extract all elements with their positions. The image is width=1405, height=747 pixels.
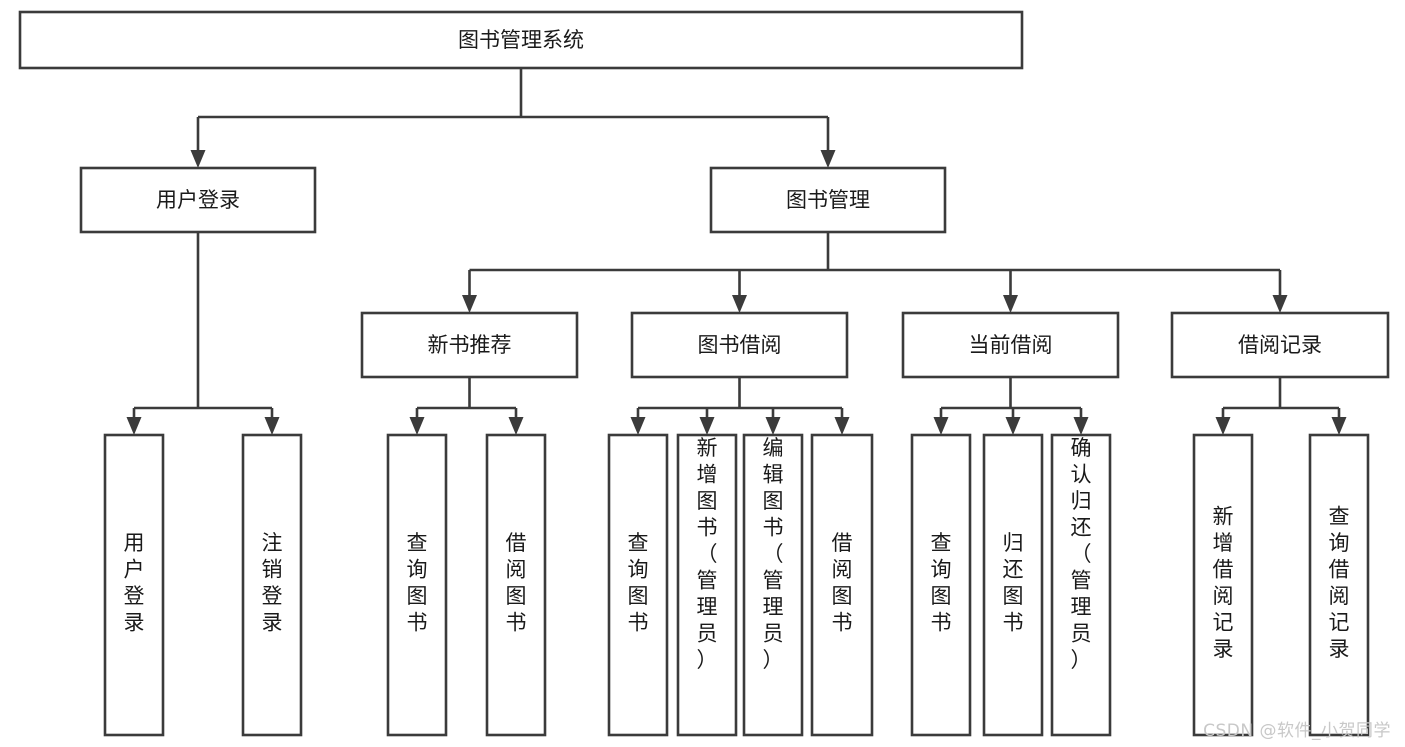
node-leaf-borrow-book-2-label: 借阅图书 — [832, 531, 853, 635]
node-leaf-query-record-label: 查询借阅记录 — [1329, 505, 1350, 662]
node-book-manage[interactable]: 图书管理 — [709, 166, 947, 234]
node-leaf-add-book[interactable]: 新增图书（管理员） — [676, 433, 738, 737]
current-borrow-to-leaf-return-book-arrowhead — [1005, 417, 1021, 435]
node-leaf-return-book[interactable]: 归还图书 — [982, 433, 1044, 737]
book-manage-to-current-borrow-arrowhead — [1003, 295, 1018, 313]
book-borrow-to-leaf-query-book-2-arrowhead — [630, 417, 646, 435]
new-book-recommend-to-leaf-borrow-book-1-arrowhead — [508, 417, 524, 435]
node-leaf-query-book-1[interactable]: 查询图书 — [386, 433, 448, 737]
nodes-layer: 图书管理系统用户登录图书管理新书推荐图书借阅当前借阅借阅记录用户登录注销登录查询… — [18, 10, 1390, 737]
node-leaf-return-book-box[interactable] — [982, 433, 1044, 737]
node-new-book-recommend[interactable]: 新书推荐 — [360, 311, 579, 379]
node-leaf-borrow-book-1-label: 借阅图书 — [506, 531, 527, 635]
node-leaf-query-record[interactable]: 查询借阅记录 — [1308, 433, 1370, 737]
node-leaf-edit-book-box[interactable] — [742, 433, 804, 737]
node-leaf-query-book-3-label: 查询图书 — [931, 531, 952, 635]
node-leaf-add-record-label: 新增借阅记录 — [1213, 505, 1234, 662]
connectors-layer — [126, 68, 1347, 435]
current-borrow-to-leaf-query-book-3-arrowhead — [933, 417, 949, 435]
node-leaf-confirm-return-box[interactable] — [1050, 433, 1112, 737]
node-book-manage-label: 图书管理 — [786, 188, 870, 212]
new-book-recommend-to-leaf-query-book-1-arrowhead — [409, 417, 425, 435]
node-user-login-label: 用户登录 — [156, 188, 240, 212]
node-leaf-query-record-box[interactable] — [1308, 433, 1370, 737]
node-leaf-logout-label: 注销登录 — [262, 531, 283, 635]
node-leaf-borrow-book-2[interactable]: 借阅图书 — [810, 433, 874, 737]
node-leaf-query-book-1-label: 查询图书 — [407, 531, 428, 635]
borrow-record-to-leaf-query-record-arrowhead — [1331, 417, 1347, 435]
node-leaf-query-book-1-box[interactable] — [386, 433, 448, 737]
book-borrow-to-leaf-add-book-arrowhead — [699, 417, 715, 435]
node-leaf-confirm-return-label: 确认归还（管理员） — [1071, 436, 1092, 672]
node-user-login[interactable]: 用户登录 — [79, 166, 317, 234]
node-leaf-query-book-2[interactable]: 查询图书 — [607, 433, 669, 737]
node-borrow-record-label: 借阅记录 — [1238, 333, 1322, 357]
node-root[interactable]: 图书管理系统 — [18, 10, 1024, 70]
user-login-to-leaf-logout-arrowhead — [264, 417, 280, 435]
book-borrow-to-leaf-edit-book-arrowhead — [765, 417, 781, 435]
node-leaf-query-book-2-box[interactable] — [607, 433, 669, 737]
node-leaf-user-login[interactable]: 用户登录 — [103, 433, 165, 737]
book-manage-to-borrow-record-arrowhead — [1272, 295, 1288, 313]
node-leaf-query-book-3-box[interactable] — [910, 433, 972, 737]
node-leaf-query-book-3[interactable]: 查询图书 — [910, 433, 972, 737]
borrow-record-to-leaf-add-record-arrowhead — [1215, 417, 1231, 435]
node-leaf-borrow-book-1[interactable]: 借阅图书 — [485, 433, 547, 737]
node-leaf-edit-book[interactable]: 编辑图书（管理员） — [742, 433, 804, 737]
node-book-borrow[interactable]: 图书借阅 — [630, 311, 849, 379]
node-user-login-box[interactable] — [79, 166, 317, 234]
node-leaf-edit-book-label: 编辑图书（管理员） — [763, 436, 784, 672]
node-leaf-add-book-box[interactable] — [676, 433, 738, 737]
node-current-borrow-label: 当前借阅 — [969, 333, 1053, 357]
node-leaf-borrow-book-1-box[interactable] — [485, 433, 547, 737]
node-book-manage-box[interactable] — [709, 166, 947, 234]
root-to-book-manage-arrowhead — [820, 150, 836, 168]
node-book-borrow-label: 图书借阅 — [698, 333, 782, 357]
node-leaf-confirm-return[interactable]: 确认归还（管理员） — [1050, 433, 1112, 737]
node-new-book-recommend-label: 新书推荐 — [428, 333, 512, 357]
current-borrow-to-leaf-confirm-return-arrowhead — [1073, 417, 1089, 435]
node-borrow-record[interactable]: 借阅记录 — [1170, 311, 1390, 379]
node-leaf-add-record[interactable]: 新增借阅记录 — [1192, 433, 1254, 737]
root-to-user-login-arrowhead — [190, 150, 206, 168]
csdn-watermark: CSDN @软件_小贺同学 — [1203, 721, 1391, 741]
node-leaf-add-record-box[interactable] — [1192, 433, 1254, 737]
node-leaf-borrow-book-2-box[interactable] — [810, 433, 874, 737]
node-leaf-query-book-2-label: 查询图书 — [628, 531, 649, 635]
node-leaf-logout-box[interactable] — [241, 433, 303, 737]
book-borrow-to-leaf-borrow-book-2-arrowhead — [834, 417, 850, 435]
book-manage-to-new-book-recommend-arrowhead — [462, 295, 477, 313]
node-book-borrow-box[interactable] — [630, 311, 849, 379]
user-login-to-leaf-user-login-arrowhead — [126, 417, 142, 435]
node-root-box[interactable] — [18, 10, 1024, 70]
node-leaf-user-login-box[interactable] — [103, 433, 165, 737]
book-manage-to-book-borrow-arrowhead — [732, 295, 747, 313]
node-leaf-user-login-label: 用户登录 — [124, 531, 145, 635]
node-new-book-recommend-box[interactable] — [360, 311, 579, 379]
node-current-borrow[interactable]: 当前借阅 — [901, 311, 1120, 379]
node-root-label: 图书管理系统 — [458, 28, 584, 52]
node-leaf-add-book-label: 新增图书（管理员） — [697, 436, 718, 672]
node-leaf-return-book-label: 归还图书 — [1003, 531, 1024, 635]
node-current-borrow-box[interactable] — [901, 311, 1120, 379]
node-leaf-logout[interactable]: 注销登录 — [241, 433, 303, 737]
node-borrow-record-box[interactable] — [1170, 311, 1390, 379]
